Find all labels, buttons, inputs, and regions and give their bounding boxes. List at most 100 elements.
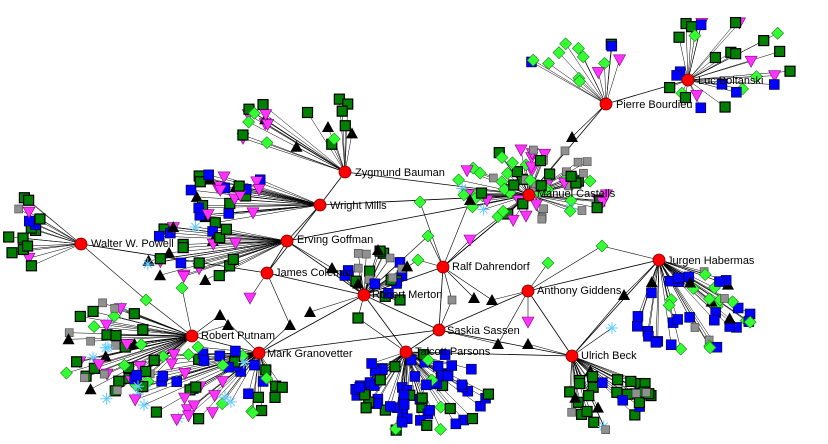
green-square-node [21,240,34,252]
magenta-triangle-node [599,189,613,202]
blue-square-node [632,311,644,322]
edge-line [527,343,573,357]
green-square-node [276,381,288,393]
gray-square-node [86,336,95,346]
edge-line [658,259,705,272]
black-triangle-node [284,319,296,330]
blue-square-node [466,363,477,375]
gray-square-node [361,249,371,259]
edge-line [363,257,391,296]
black-triangle-node [464,194,476,205]
blue-square-node [643,331,654,342]
edge-line [687,79,726,108]
green-square-node [535,180,547,192]
hub-node-rd [436,260,450,274]
blue-square-node [171,376,182,387]
green-square-node [591,202,603,214]
edge-line [571,259,660,357]
cyan-star-node [224,395,237,408]
edge-line [533,59,607,105]
blue-square-node [456,379,468,391]
magenta-triangle-node [178,392,192,405]
green-square-node [709,51,722,64]
edge-line [219,314,260,354]
cyan-star-node [138,399,151,412]
magenta-triangle-node [250,176,264,189]
edge-line [658,259,672,345]
magenta-triangle-node [744,55,758,68]
blue-square-node [366,358,377,369]
green-square-node [394,294,406,306]
edge-line [266,204,321,274]
green-diamond-node [216,358,230,372]
green-square-node [664,81,676,94]
hub-label-mg: Mark Granovetter [267,348,353,360]
edge-line [199,240,288,264]
hub-label-ag: Anthony Giddens [537,285,622,297]
magenta-triangle-node [206,407,220,420]
blue-square-node [716,79,728,90]
hub-label-pb: Pierre Bourdieu [616,99,692,111]
green-diamond-node [175,281,189,295]
gray-square-node [385,253,395,263]
green-square-node [730,48,742,60]
edge-line [104,335,193,375]
magenta-triangle-node [514,144,528,157]
hub-label-ss: Saskia Sassen [447,325,520,337]
green-diamond-node [117,358,131,372]
edge-line [363,294,440,331]
green-square-node [352,312,364,324]
magenta-triangle-node [538,148,552,161]
gray-square-node [110,303,119,313]
green-diamond-node [421,229,435,243]
edge-line [208,174,321,206]
edge-line [28,243,82,259]
gray-square-node [529,145,538,155]
cyan-star-node [606,322,618,334]
black-triangle-node [214,309,226,320]
edge-line [286,204,321,242]
edge-line [687,22,736,81]
blue-square-node [398,389,410,401]
green-diamond-node [703,292,716,306]
hub-label-mc: Manuel Castells [537,188,616,200]
blue-square-node [409,371,421,382]
blue-square-node [646,287,657,299]
edge-line [258,329,440,354]
green-square-node [389,361,401,373]
green-square-node [227,253,239,266]
hub-label-rp: Robert Putnam [201,330,275,342]
black-triangle-node [167,221,180,233]
magenta-triangle-node [99,319,113,332]
edge-line [94,335,193,369]
gray-square-node [98,298,107,308]
green-square-node [148,354,160,366]
edge-line [363,294,407,353]
cyan-star-node [101,341,114,354]
hub-label-zb: Zygmund Bauman [355,167,445,179]
edge-line [438,290,529,331]
magenta-triangle-node [216,376,230,389]
green-square-node [360,402,372,414]
blue-square-node [671,70,682,81]
magenta-triangle-node [182,410,196,423]
hub-label-eg: Erving Goffman [297,234,373,246]
blue-square-node [769,79,780,90]
green-square-node [774,45,786,58]
magenta-triangle-node [120,339,134,352]
green-diamond-node [452,173,466,187]
green-diamond-node [698,268,712,281]
edge-line [242,134,346,173]
edge-line [658,259,720,282]
green-square-node [374,374,386,386]
edge-line [604,63,607,105]
green-diamond-node [598,56,611,70]
blue-square-node [632,320,643,332]
edge-line [202,204,321,206]
green-diamond-node [242,115,256,129]
blue-square-node [617,395,628,406]
cyan-star-node [86,351,99,364]
hub-label-lb: Luc Boltanski [698,75,763,87]
edge-line [497,290,529,345]
